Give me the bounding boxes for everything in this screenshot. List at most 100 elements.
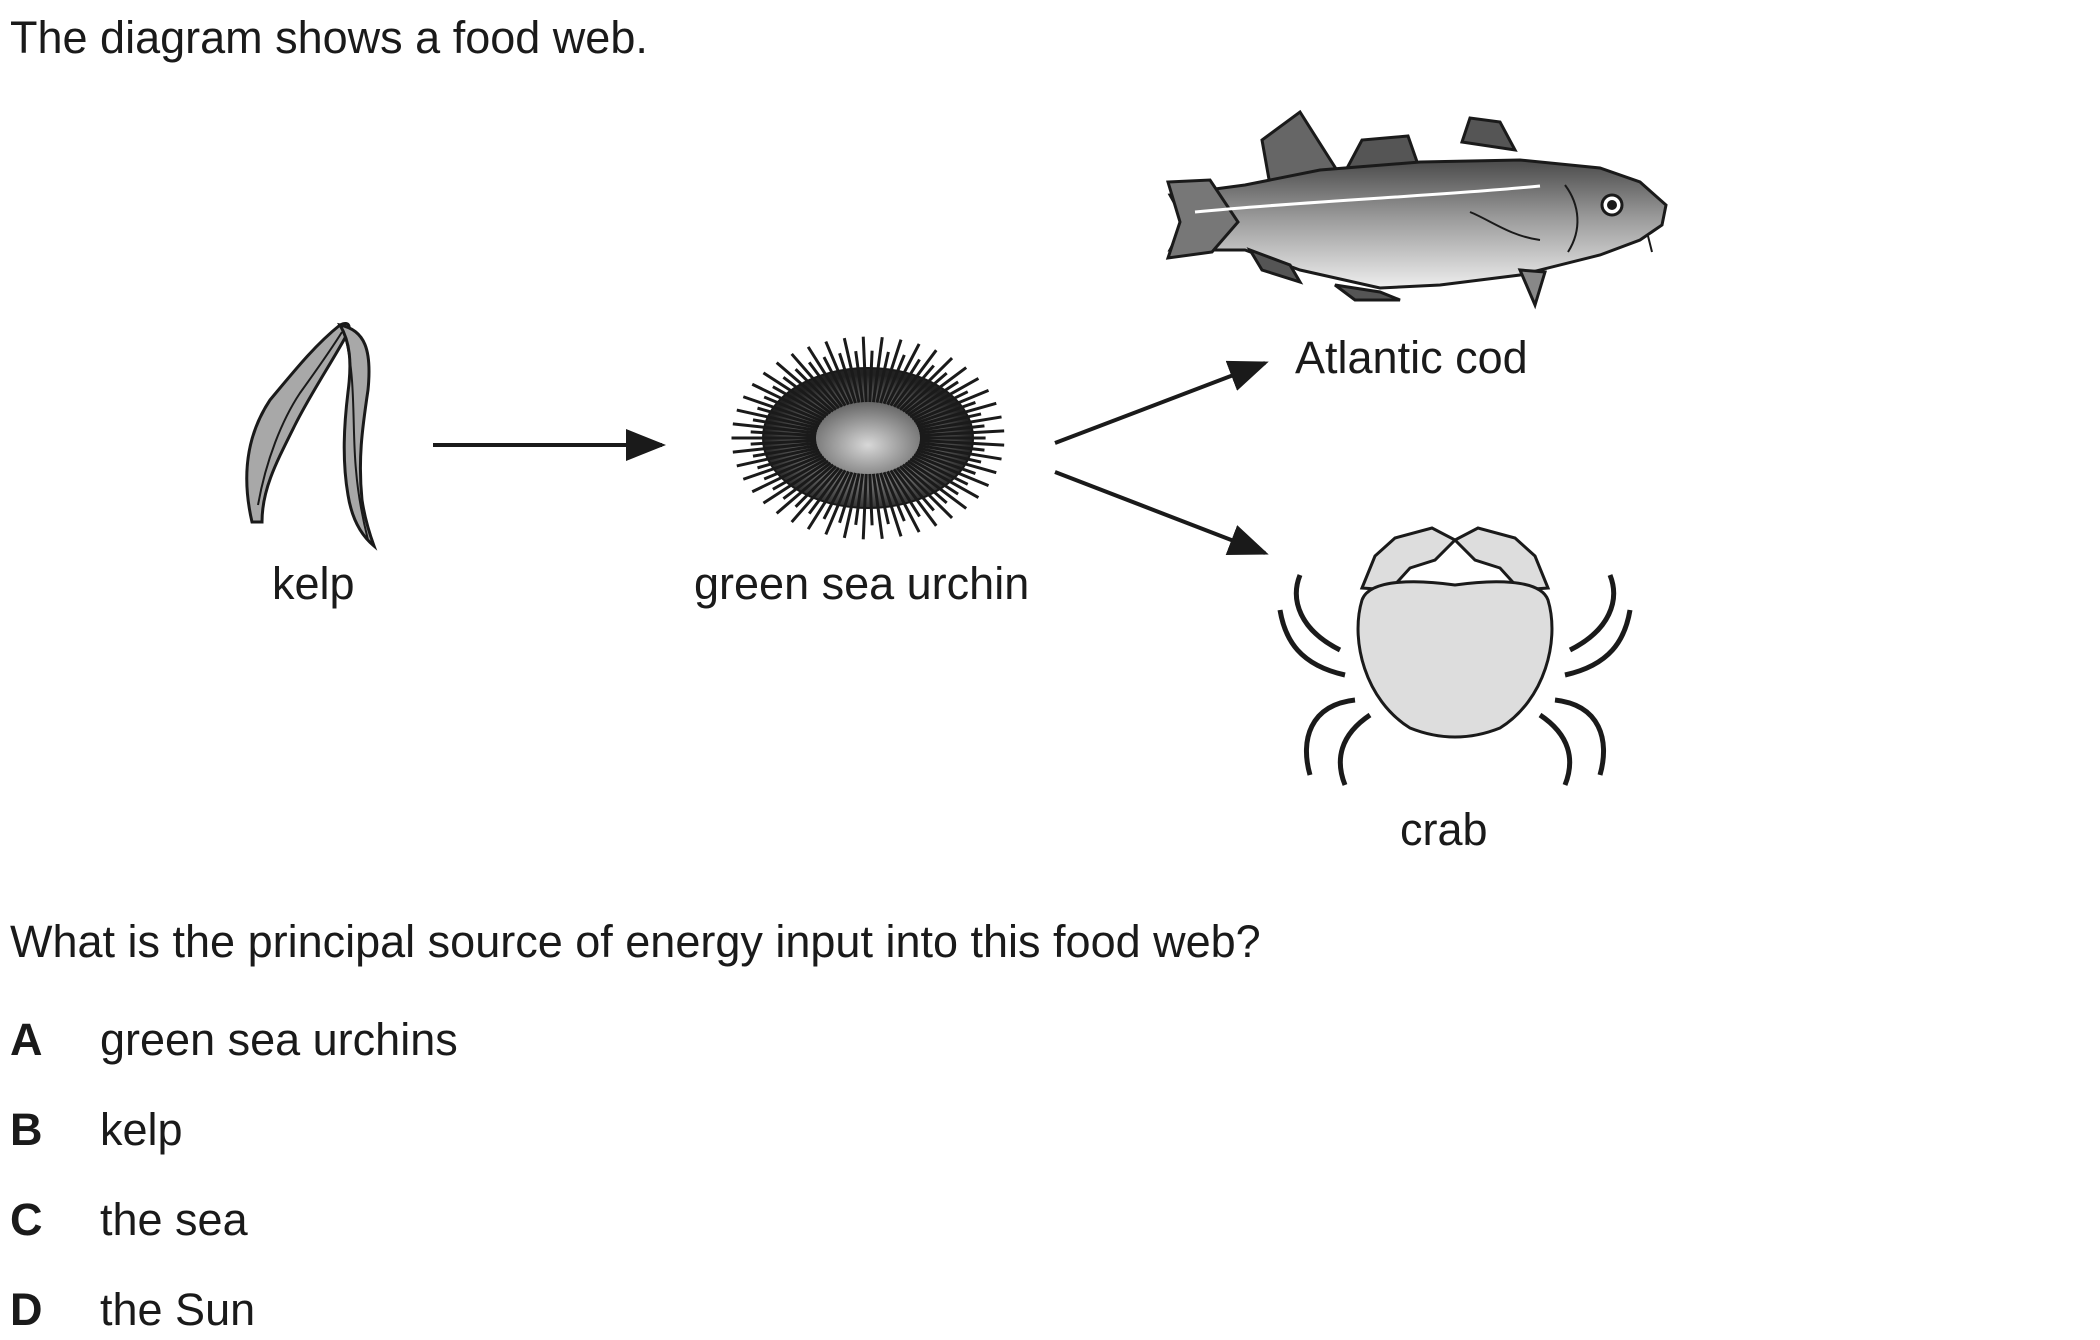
urchin-spine xyxy=(882,471,906,522)
question-text: What is the principal source of energy i… xyxy=(10,916,1261,967)
urchin-spine xyxy=(915,451,976,475)
urchin-spine xyxy=(736,408,819,430)
urchin-spine xyxy=(757,448,820,470)
urchin-spine xyxy=(895,364,935,410)
option-text: the sea xyxy=(100,1194,248,1245)
urchin-spine xyxy=(919,424,985,435)
urchin-spine xyxy=(775,361,835,413)
urchin-spine xyxy=(875,473,890,525)
urchin-spine xyxy=(913,453,990,487)
urchin-spine xyxy=(807,468,844,515)
urchin-spine xyxy=(892,349,938,408)
atlantic-cod-label: Atlantic cod xyxy=(1295,332,1528,383)
urchin-spine xyxy=(822,356,850,406)
urchin-spine xyxy=(918,415,1002,432)
urchin-spine xyxy=(907,380,959,417)
urchin-spine xyxy=(842,337,861,403)
urchin-spine xyxy=(895,466,935,512)
urchin-spine xyxy=(868,473,874,526)
green-sea-urchin-icon xyxy=(731,336,1005,540)
urchin-spine xyxy=(838,472,857,524)
option-letter: C xyxy=(10,1194,43,1245)
urchin-spine xyxy=(917,412,982,430)
urchin-spine xyxy=(790,466,841,524)
urchin-spine xyxy=(889,358,921,407)
urchin-spine xyxy=(806,469,847,530)
urchin-spine xyxy=(763,453,823,481)
urchin-spine xyxy=(742,451,821,481)
urchin-spine xyxy=(916,401,997,428)
urchin-spine xyxy=(854,473,865,526)
urchin-spine xyxy=(854,350,865,403)
urchin-spine xyxy=(917,446,982,464)
urchin-spine xyxy=(842,473,861,539)
urchin-spine xyxy=(762,459,829,505)
urchin-spine xyxy=(732,422,817,435)
urchin-spine xyxy=(752,418,818,432)
urchin-spine xyxy=(736,446,819,468)
urchin-spine xyxy=(763,395,823,423)
option-letter: B xyxy=(10,1104,43,1155)
urchin-spine xyxy=(838,352,857,404)
urchin-spine xyxy=(879,339,903,404)
urchin-spine xyxy=(750,430,817,437)
kelp-label: kelp xyxy=(272,558,355,609)
option-text: green sea urchins xyxy=(100,1014,458,1065)
crab-label: crab xyxy=(1400,804,1488,855)
urchin-spine xyxy=(909,377,980,419)
urchin-spine xyxy=(875,351,890,403)
option-text: kelp xyxy=(100,1104,183,1155)
urchin-spine xyxy=(913,389,990,423)
urchin-spine xyxy=(807,361,844,408)
urchin-spine xyxy=(824,340,854,405)
urchin-spine xyxy=(916,448,997,475)
urchin-spine xyxy=(751,382,825,421)
option-letter: D xyxy=(10,1284,43,1335)
arrow-urchin-to-cod xyxy=(1054,360,1269,445)
urchin-spine xyxy=(909,457,980,499)
urchin-spine xyxy=(871,473,884,540)
urchin-spine xyxy=(790,352,841,410)
urchin-spine xyxy=(907,459,959,496)
urchin-spine xyxy=(772,457,827,491)
urchin-spine xyxy=(919,429,1005,437)
arrow-urchin-to-crab xyxy=(1054,470,1269,555)
urchin-spine xyxy=(901,371,948,413)
urchin-spine xyxy=(868,350,874,403)
urchin-spine xyxy=(918,444,1002,461)
option-text: the Sun xyxy=(100,1284,256,1335)
urchin-spine xyxy=(772,385,827,419)
urchin-spine xyxy=(742,395,821,425)
kelp-icon xyxy=(245,322,378,551)
urchin-spine xyxy=(794,465,838,508)
urchin-spine xyxy=(889,469,921,518)
urchin-spine xyxy=(806,346,847,407)
urchin-spine xyxy=(901,463,948,505)
urchin-spine xyxy=(782,461,832,500)
atlantic-cod-icon xyxy=(1165,109,1668,310)
urchin-spine xyxy=(919,439,1005,447)
urchin-spine xyxy=(886,470,921,533)
urchin-spine xyxy=(757,406,820,428)
urchin-spine xyxy=(886,343,921,406)
urchin-spine xyxy=(911,455,969,486)
urchin-spine xyxy=(904,461,968,510)
green-sea-urchin-label: green sea urchin xyxy=(694,558,1030,609)
urchin-spine xyxy=(762,371,829,417)
urchin-spine xyxy=(919,441,985,452)
urchin-spine xyxy=(861,473,868,540)
urchin-spine xyxy=(892,468,938,527)
urchin-spine xyxy=(915,401,976,425)
urchin-spine xyxy=(871,336,884,403)
urchin-spine xyxy=(732,441,817,454)
urchin-spine xyxy=(782,376,832,415)
food-web-diagram xyxy=(245,109,1668,786)
urchin-spine xyxy=(911,390,969,421)
crab-icon xyxy=(1277,526,1633,786)
urchin-spine xyxy=(752,444,818,458)
urchin-spine xyxy=(775,463,835,515)
